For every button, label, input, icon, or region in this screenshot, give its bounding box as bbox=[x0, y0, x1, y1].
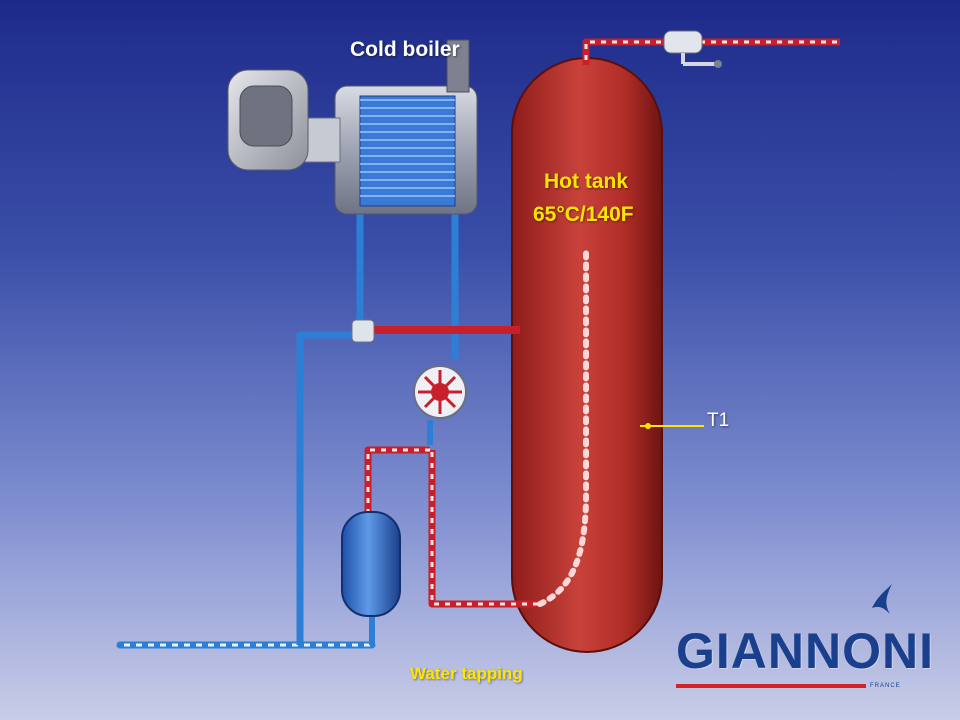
sensor-t1-label: T1 bbox=[707, 410, 730, 431]
circulation-pump bbox=[413, 365, 467, 419]
brand-country: FRANCE bbox=[870, 683, 901, 689]
tank-temperature-label: 65°C/140F bbox=[533, 203, 634, 226]
hot-outlet-pipe bbox=[582, 38, 840, 65]
tank-flow-indicator bbox=[537, 247, 589, 607]
expansion-vessel bbox=[341, 511, 401, 617]
water-tapping-label: Water tapping bbox=[410, 664, 523, 683]
boiler-label: Cold boiler bbox=[350, 38, 460, 61]
mixing-valve bbox=[663, 30, 722, 68]
sensor-t1-probe bbox=[645, 423, 651, 429]
brand-underline bbox=[676, 684, 866, 688]
burner bbox=[227, 69, 341, 171]
brand-logo: GIANNONI bbox=[676, 623, 934, 679]
hot-tapping-pipe bbox=[364, 446, 540, 608]
brand-bird-icon bbox=[872, 584, 892, 614]
cold-supply-pipe bbox=[296, 210, 364, 645]
tee-fitting bbox=[351, 319, 375, 343]
heat-exchanger-coil bbox=[359, 95, 456, 207]
tank-name-label: Hot tank bbox=[544, 170, 628, 193]
